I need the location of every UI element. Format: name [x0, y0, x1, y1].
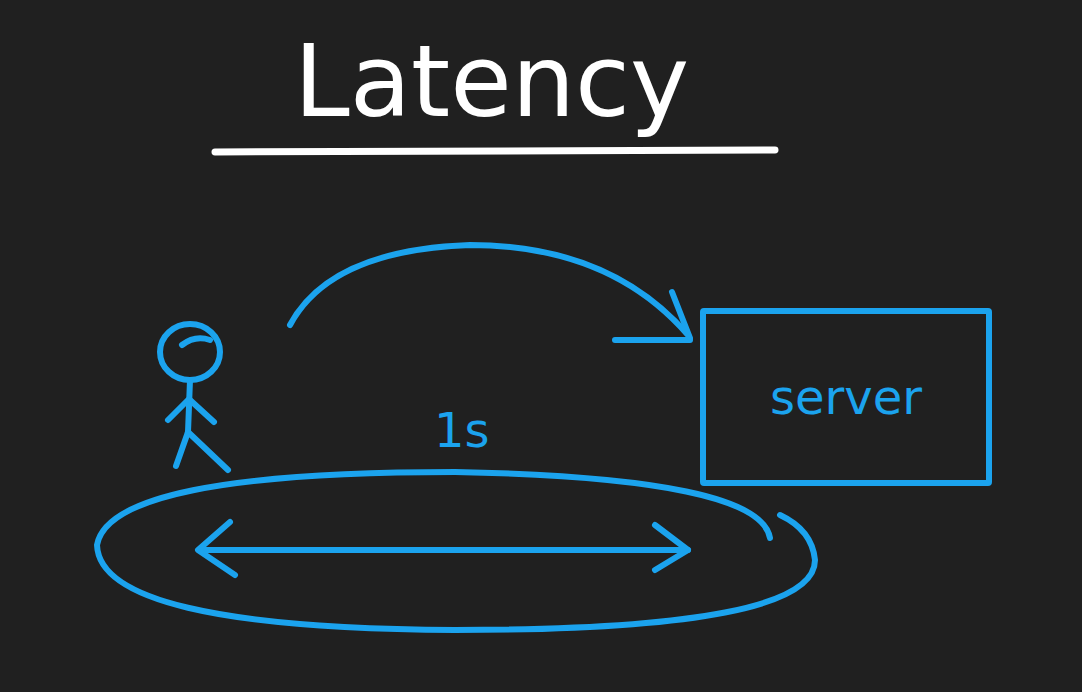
- round-trip-loop: [97, 472, 815, 630]
- duration-label: 1s: [434, 402, 490, 458]
- request-arrow: [290, 245, 690, 340]
- stick-figure: [160, 324, 228, 470]
- node-text: server: [770, 369, 922, 425]
- diagram-title: Latency: [294, 23, 689, 140]
- server-box: server: [700, 308, 992, 486]
- title-underline: [215, 150, 775, 152]
